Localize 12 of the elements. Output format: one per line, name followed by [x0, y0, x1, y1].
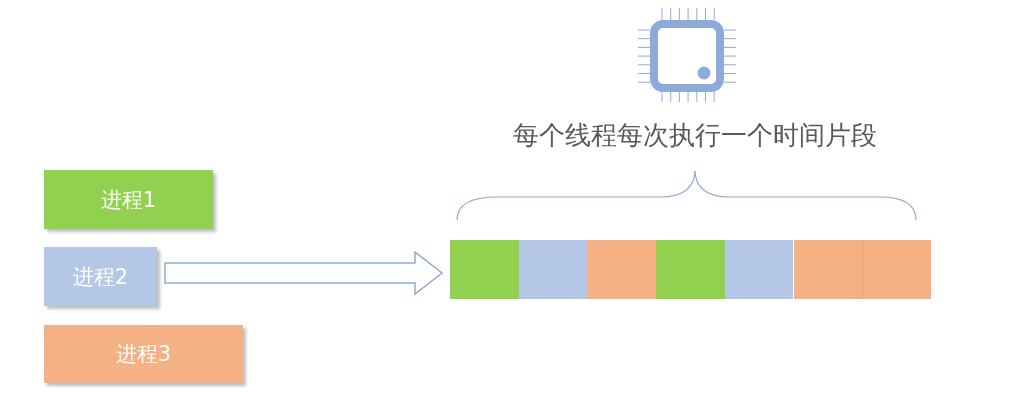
heading-text: 每个线程每次执行一个时间片段 [512, 119, 878, 152]
time-slice-block [450, 240, 519, 299]
time-slice-block [862, 240, 931, 299]
process-box: 进程1 [44, 170, 213, 229]
hollow-arrow [164, 250, 444, 296]
process-box: 进程2 [44, 247, 157, 306]
time-slice-block [724, 240, 794, 299]
time-slice-block [793, 240, 863, 299]
time-slice-block [656, 240, 725, 299]
process-box: 进程3 [44, 325, 243, 383]
time-slice-block [587, 240, 657, 299]
time-slice-block [518, 240, 588, 299]
